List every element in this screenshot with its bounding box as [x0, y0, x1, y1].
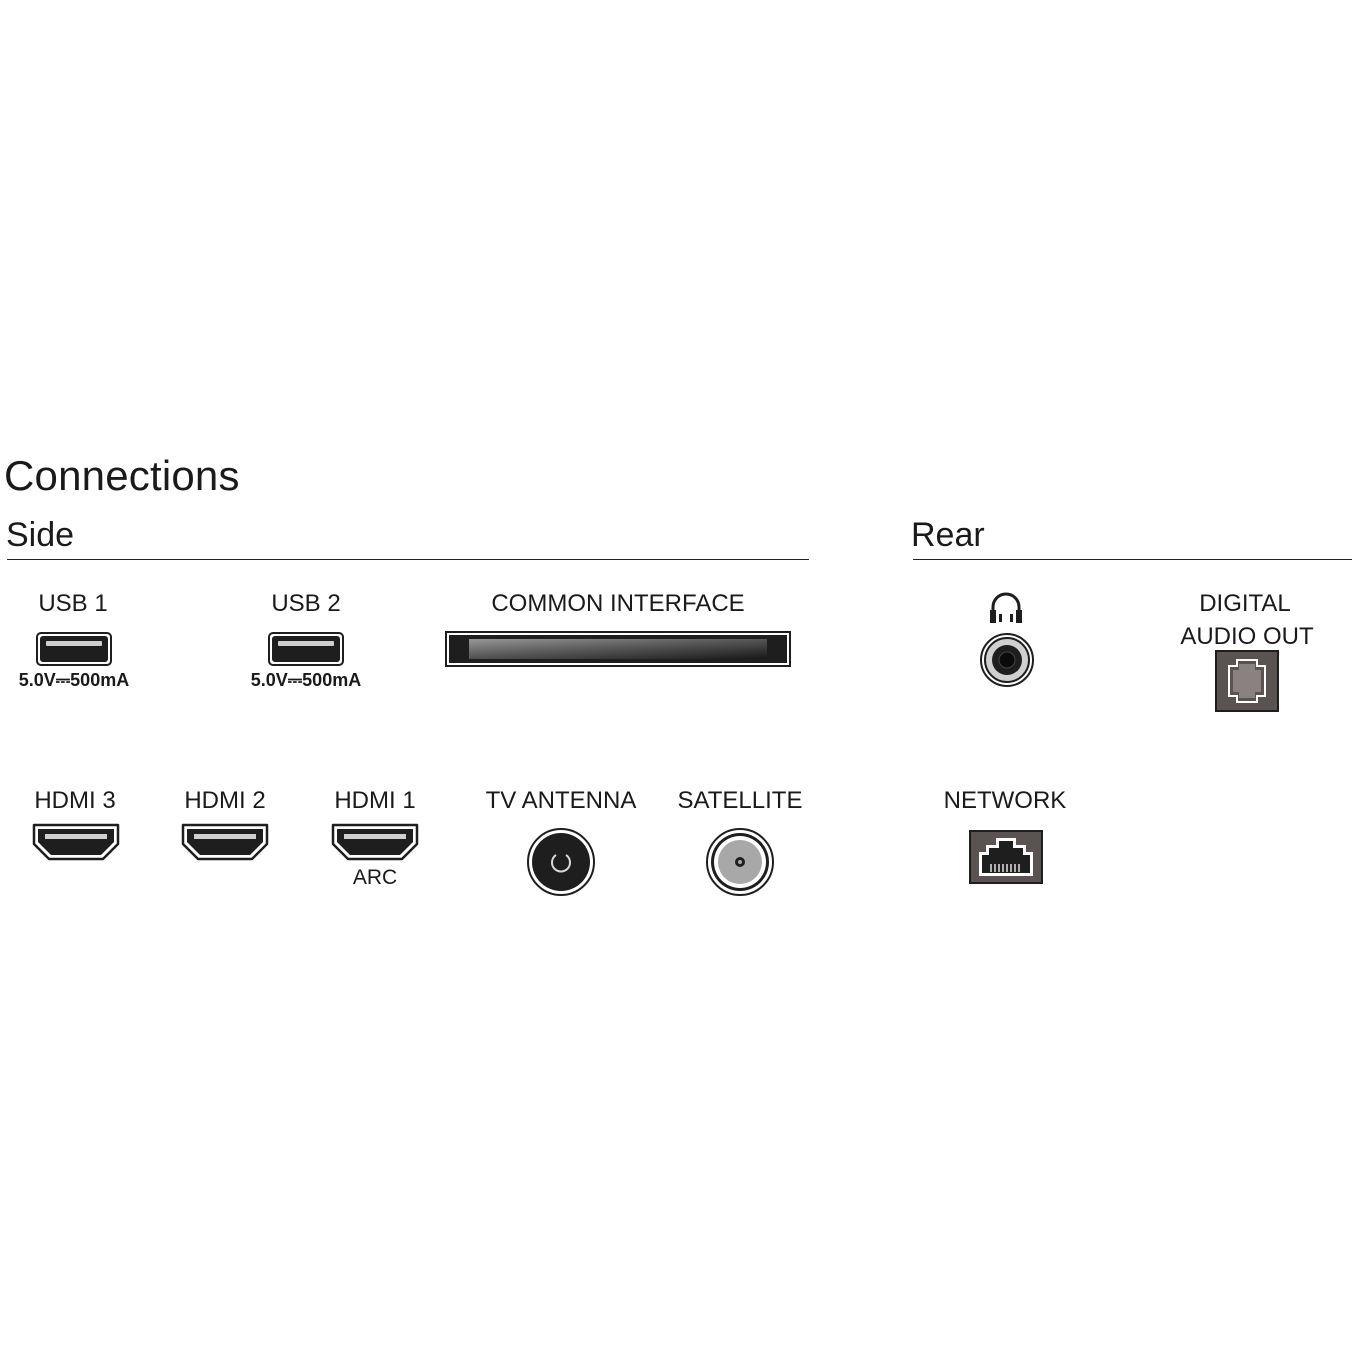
hdmi3-label: HDMI 3	[34, 787, 116, 814]
digital-audio-out-label-line2: AUDIO OUT	[1180, 623, 1314, 650]
usb2-spec: 5.0V⎓500mA	[250, 670, 362, 690]
satellite-label: SATELLITE	[677, 787, 803, 814]
tv-antenna-label: TV ANTENNA	[485, 787, 637, 814]
section-rear-heading: Rear	[911, 516, 985, 554]
optical-port-icon	[1215, 650, 1279, 712]
hdmi1-label: HDMI 1	[334, 787, 416, 814]
common-interface-label: COMMON INTERFACE	[491, 590, 745, 617]
headphone-jack-icon	[980, 633, 1034, 687]
usb1-label: USB 1	[38, 590, 108, 617]
usb-port-icon	[268, 632, 344, 666]
hdmi-port-icon	[331, 823, 419, 861]
hdmi1-arc-label: ARC	[352, 866, 398, 889]
digital-audio-out-label-line1: DIGITAL	[1199, 590, 1291, 617]
usb2-label: USB 2	[271, 590, 341, 617]
hdmi2-label: HDMI 2	[184, 787, 266, 814]
usb-port-icon	[36, 632, 112, 666]
hdmi-port-icon	[32, 823, 120, 861]
page-title: Connections	[4, 452, 240, 499]
headphone-icon	[990, 592, 1022, 623]
network-label: NETWORK	[943, 787, 1067, 814]
rear-divider	[913, 559, 1352, 560]
antenna-port-icon	[527, 828, 595, 896]
section-side-heading: Side	[6, 516, 75, 554]
hdmi-port-icon	[181, 823, 269, 861]
ci-slot-icon	[445, 631, 791, 667]
side-divider	[7, 559, 809, 560]
ethernet-port-icon	[969, 830, 1043, 884]
satellite-port-icon	[706, 828, 774, 896]
usb1-spec: 5.0V⎓500mA	[18, 670, 130, 690]
